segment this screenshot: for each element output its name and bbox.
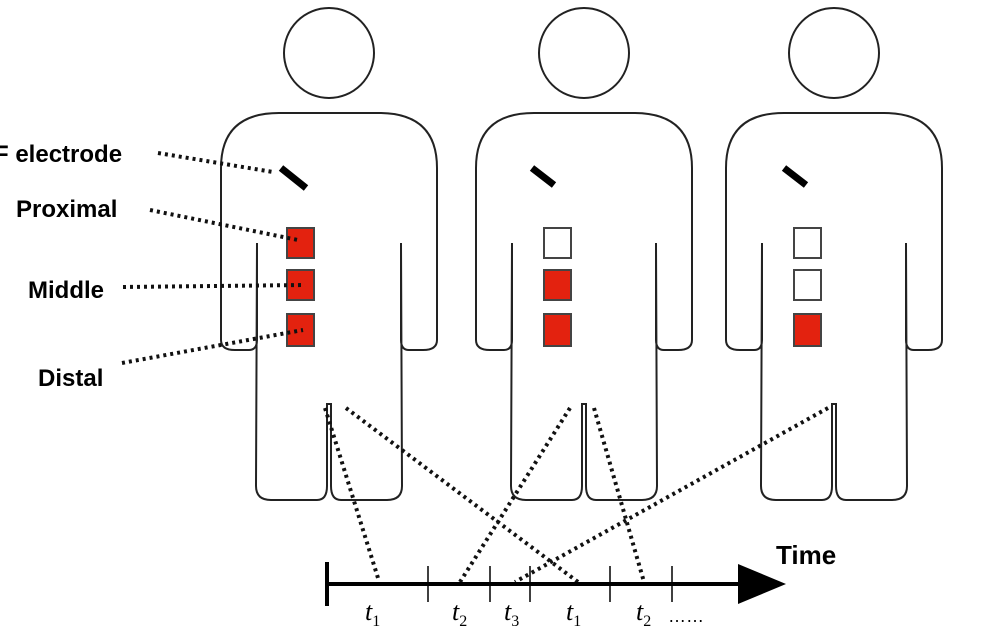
- f-electrode: [529, 165, 557, 188]
- head: [788, 7, 880, 99]
- distal-pad: [543, 313, 572, 347]
- connector-fig2-t2b: [592, 407, 646, 583]
- torso: [475, 112, 693, 501]
- proximal-label: Proximal: [16, 196, 117, 223]
- time-arrow: [738, 564, 786, 604]
- middle-pad: [543, 269, 572, 301]
- head: [283, 7, 375, 99]
- torso: [725, 112, 943, 501]
- figure-1: [220, 7, 438, 501]
- tick-label-t2: t2: [452, 597, 467, 628]
- tick-label-t3: t3: [504, 597, 519, 628]
- connector-fig1-t1: [323, 407, 380, 579]
- proximal-pad: [543, 227, 572, 259]
- distal-pad: [286, 313, 315, 347]
- middle-leader: [122, 283, 306, 289]
- f-electrode: [278, 165, 309, 191]
- proximal-pad: [286, 227, 315, 259]
- time-connectors: [323, 406, 829, 584]
- distal-label: Distal: [38, 365, 103, 392]
- figure-3: [725, 7, 943, 501]
- tick-label-t2b: t2: [636, 597, 651, 628]
- timeline-ellipsis: ……: [668, 606, 704, 626]
- torso: [220, 112, 438, 501]
- f-electrode: [781, 165, 809, 188]
- timeline: Time t1 t2 t3 t1 t2 ……: [325, 540, 836, 628]
- middle-label: Middle: [28, 277, 104, 304]
- time-label: Time: [776, 540, 836, 570]
- distal-pad: [793, 313, 822, 347]
- figure-2: [475, 7, 693, 501]
- distal-leader: [121, 328, 304, 365]
- proximal-pad: [793, 227, 822, 259]
- head: [538, 7, 630, 99]
- middle-pad: [793, 269, 822, 301]
- tick-label-t1b: t1: [566, 597, 581, 628]
- electrode-label: F electrode: [0, 141, 122, 168]
- tick-label-t1: t1: [365, 597, 380, 628]
- label-leaders: [121, 151, 306, 365]
- electrode-leader: [157, 151, 274, 174]
